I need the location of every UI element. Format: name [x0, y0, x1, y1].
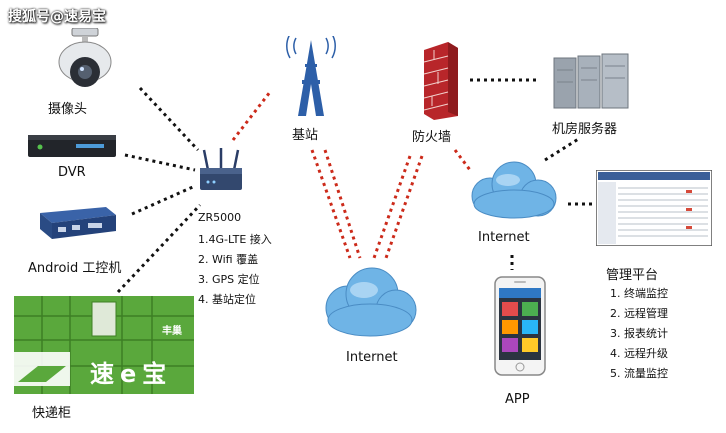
android-label: Android 工控机	[28, 261, 122, 276]
camera-label: 摄像头	[48, 102, 88, 117]
link-dvr-router	[124, 153, 196, 172]
router-feature-4: 4. 基站定位	[198, 293, 256, 306]
camera-icon	[58, 28, 112, 87]
tower-icon	[286, 36, 336, 116]
speed-logo-text: 速e宝	[90, 360, 173, 388]
industrial-pc-icon	[40, 207, 116, 239]
smartphone-icon	[494, 276, 546, 376]
router-feature-2: 2. Wifi 覆盖	[198, 253, 259, 266]
parcel-locker-image: 丰巢 速e宝	[14, 296, 194, 394]
platform-item-5: 5. 流量监控	[610, 367, 668, 380]
firewall-label: 防火墙	[412, 130, 452, 145]
server-icon	[553, 53, 629, 109]
cloud-icon	[325, 267, 417, 337]
platform-item-1: 1. 终端监控	[610, 287, 668, 300]
link-router-tower	[231, 91, 272, 141]
cloud-icon	[471, 161, 557, 219]
platform-item-2: 2. 远程管理	[610, 307, 668, 320]
internet-right-label: Internet	[478, 230, 530, 245]
link-tower-cloud-1	[310, 149, 352, 259]
link-android-router	[131, 184, 196, 216]
router-icon	[200, 148, 242, 190]
internet-left-label: Internet	[346, 350, 398, 365]
link-camera-router	[138, 86, 200, 152]
watermark-text: 搜狐号@速易宝	[8, 9, 106, 25]
platform-item-3: 3. 报表统计	[610, 327, 668, 340]
locker-label: 快递柜	[32, 406, 72, 421]
locker-grid	[14, 296, 194, 394]
dvr-icon	[28, 135, 116, 157]
platform-screenshot	[596, 170, 712, 246]
firewall-icon	[423, 42, 458, 120]
router-feature-1: 1.4G-LTE 接入	[198, 233, 272, 246]
platform-title: 管理平台	[606, 268, 659, 283]
router-model: ZR5000	[198, 211, 242, 224]
router-feature-3: 3. GPS 定位	[198, 273, 260, 286]
server-room-label: 机房服务器	[552, 122, 618, 137]
link-locker-router	[116, 203, 202, 294]
locker-brand: 丰巢	[162, 326, 182, 337]
dvr-label: DVR	[58, 165, 86, 180]
link-server-cloud	[544, 136, 581, 162]
platform-item-4: 4. 远程升级	[610, 347, 668, 360]
link-tower-cloud-2	[323, 149, 362, 259]
base-station-label: 基站	[292, 128, 319, 143]
app-label: APP	[505, 392, 530, 407]
